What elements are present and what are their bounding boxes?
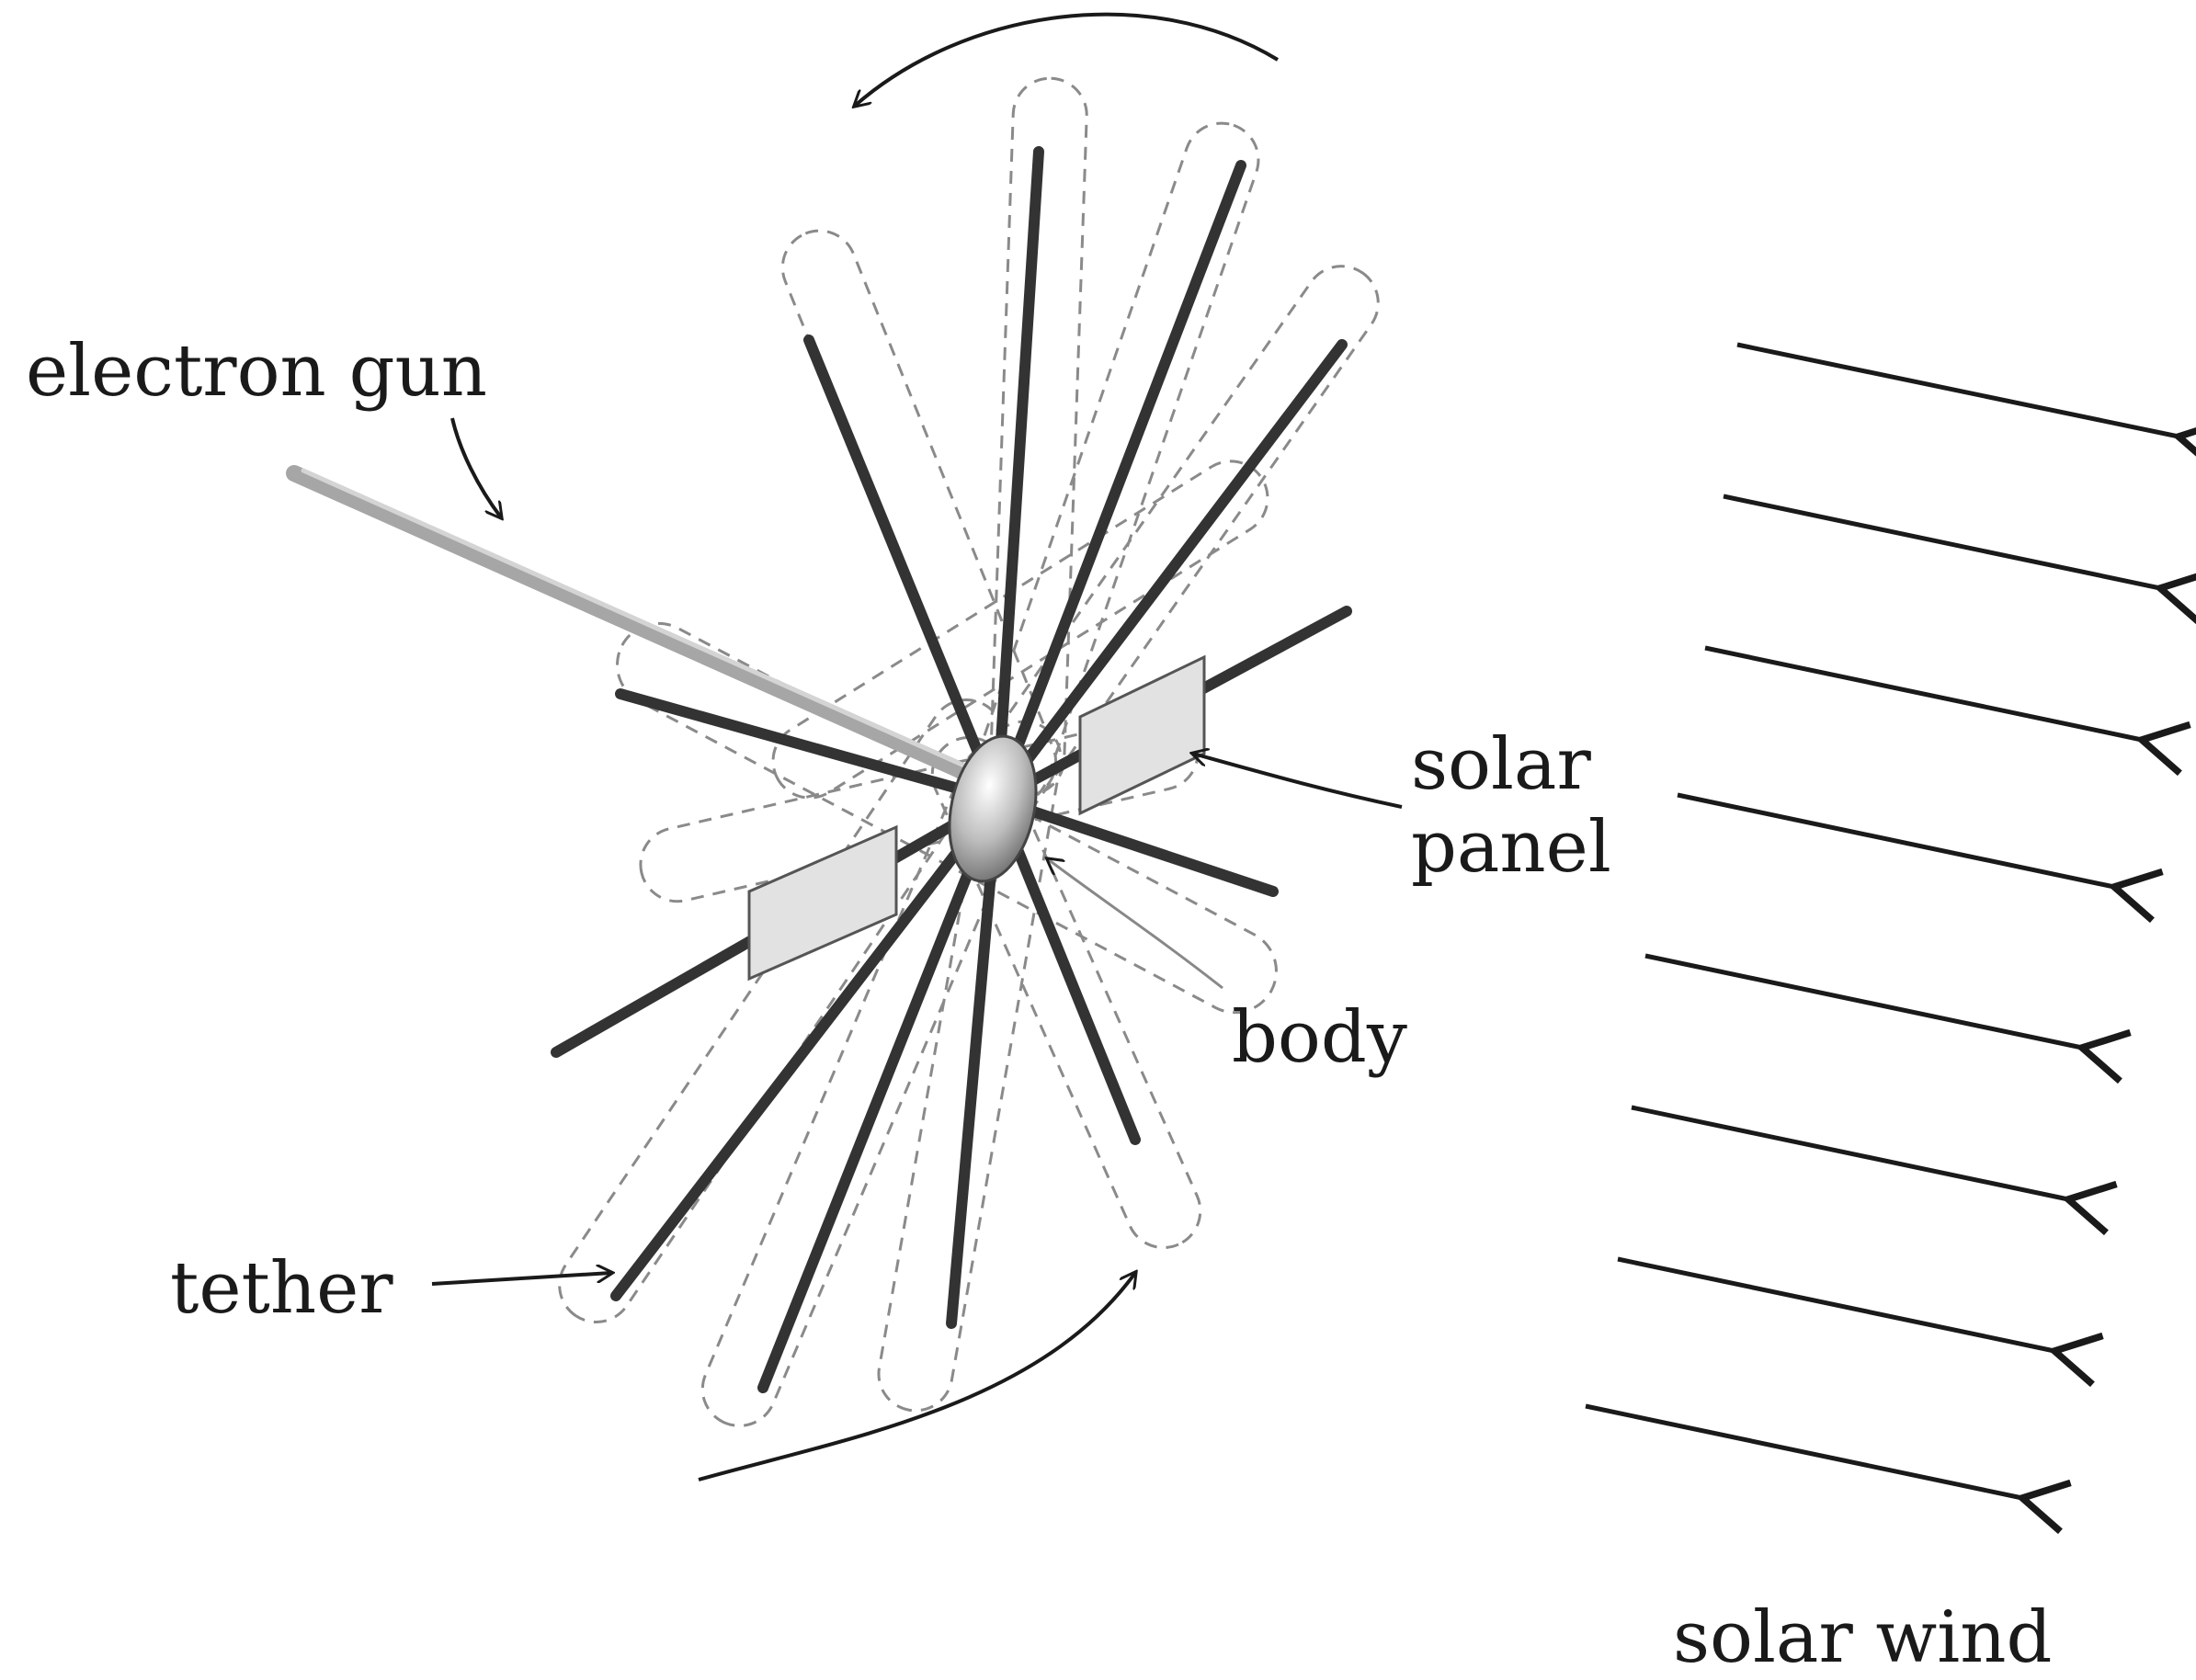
label-tether: tether: [170, 1247, 393, 1330]
rotation-arrow-bottom: [698, 1273, 1135, 1481]
solar-wind-arrow: [1585, 1403, 2022, 1498]
tether-line: [803, 335, 1003, 805]
tether-sheaths: [558, 76, 1380, 1427]
tether-line: [946, 794, 1003, 1329]
electron-gun-barrel: [286, 465, 983, 785]
tether-line: [992, 794, 1141, 1145]
electron-gun-highlight: [301, 468, 977, 773]
tether-line: [610, 794, 1003, 1301]
solar-panel-upper: [1078, 654, 1206, 816]
sheath-6: [639, 714, 1200, 903]
label-body: body: [1232, 996, 1407, 1079]
tether-line: [615, 688, 1003, 805]
label-solar-wind: solar wind: [1673, 1596, 2052, 1679]
body-pointer: [1048, 859, 1223, 990]
solar-wind-arrows: [1585, 342, 2179, 1498]
solar-panel-pointer: [1193, 754, 1403, 809]
electron-gun-pointer: [450, 417, 501, 517]
tether-line: [757, 794, 1003, 1393]
solar-panel-lower: [747, 824, 898, 982]
solar-wind-arrow: [1617, 1256, 2054, 1351]
solar-wind-arrow: [1704, 645, 2142, 740]
label-solar-panel-line1: solar: [1411, 723, 1591, 806]
solar-wind-arrow: [1723, 494, 2160, 588]
tether-line: [992, 146, 1044, 805]
sheath-8: [558, 698, 1005, 1323]
tether-line: [992, 794, 1279, 897]
tether-pointer: [431, 1273, 611, 1286]
solar-wind-arrow: [1631, 1105, 2068, 1199]
label-solar-panel-line2: panel: [1411, 806, 1611, 889]
label-electron-gun: electron gun: [26, 330, 487, 413]
rotation-arrow-top: [855, 12, 1280, 106]
solar-wind-arrow: [1644, 953, 2082, 1048]
tether-line: [992, 160, 1246, 805]
electron-gun: [286, 465, 983, 785]
solar-wind-arrow: [1677, 792, 2114, 887]
sheath-3: [955, 265, 1380, 838]
sheath-7: [771, 460, 1269, 800]
spacecraft-body: [948, 734, 1038, 883]
solar-panels: [747, 654, 1206, 982]
solar-wind-arrow: [1736, 342, 2179, 437]
tether-line: [992, 339, 1348, 805]
